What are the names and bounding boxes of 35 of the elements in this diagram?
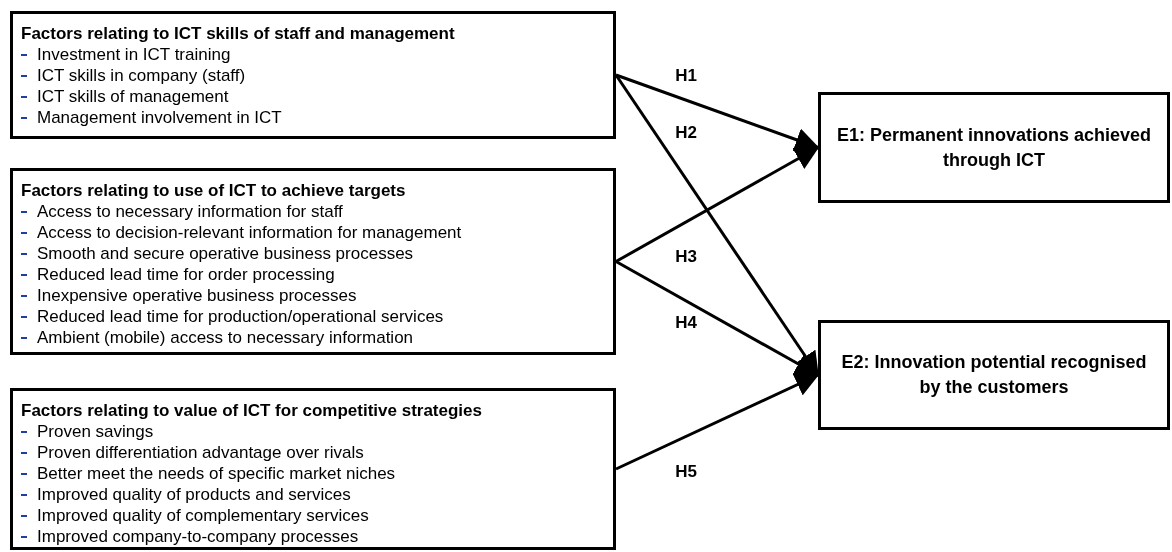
box-heading: Factors relating to ICT skills of staff and management [21, 23, 456, 44]
edge-label: H1 [675, 66, 697, 86]
arrow [615, 373, 820, 471]
list-item: Reduced lead time for order processing [37, 264, 335, 285]
outcome-text: E1: Permanent innovations achieved through ICT [835, 123, 1153, 172]
outcome-box [818, 320, 1170, 430]
factor-box [10, 168, 616, 355]
list-item: Investment in ICT training [37, 44, 231, 65]
list-item: Inexpensive operative business processes [37, 285, 357, 306]
list-item: Ambient (mobile) access to necessary information [37, 327, 414, 348]
arrow [615, 73, 820, 152]
list-item: Access to decision-relevant information for management [37, 222, 462, 243]
edge-label: H5 [675, 462, 697, 482]
list-item: Smooth and secure operative business processes [37, 243, 414, 264]
list-item: Reduced lead time for production/operational services [37, 306, 444, 327]
outcome-text: E2: Innovation potential recognised by the customers [840, 351, 1148, 399]
factor-box [10, 11, 616, 139]
list-item: Proven differentiation advantage over rivals [37, 442, 364, 463]
list-item: Improved company-to-company processes [37, 526, 359, 547]
list-item: Proven savings [37, 421, 154, 442]
outcome-box [818, 92, 1170, 203]
list-item: Improved quality of products and services [37, 484, 351, 505]
box-heading: Factors relating to use of ICT to achieve targets [21, 180, 407, 201]
list-item: Access to necessary information for staff [37, 201, 343, 222]
arrow [615, 146, 820, 263]
list-item: ICT skills of management [37, 86, 229, 107]
list-item: Better meet the needs of specific market niches [37, 463, 396, 484]
edge-label: H2 [675, 123, 697, 143]
edge-label: H4 [675, 313, 697, 333]
box-heading: Factors relating to value of ICT for competitive strategies [21, 400, 483, 421]
list-item: ICT skills in company (staff) [37, 65, 246, 86]
factor-box [10, 388, 616, 550]
list-item: Improved quality of complementary services [37, 505, 369, 526]
edge-label: H3 [675, 247, 697, 267]
list-item: Management involvement in ICT [37, 107, 282, 128]
